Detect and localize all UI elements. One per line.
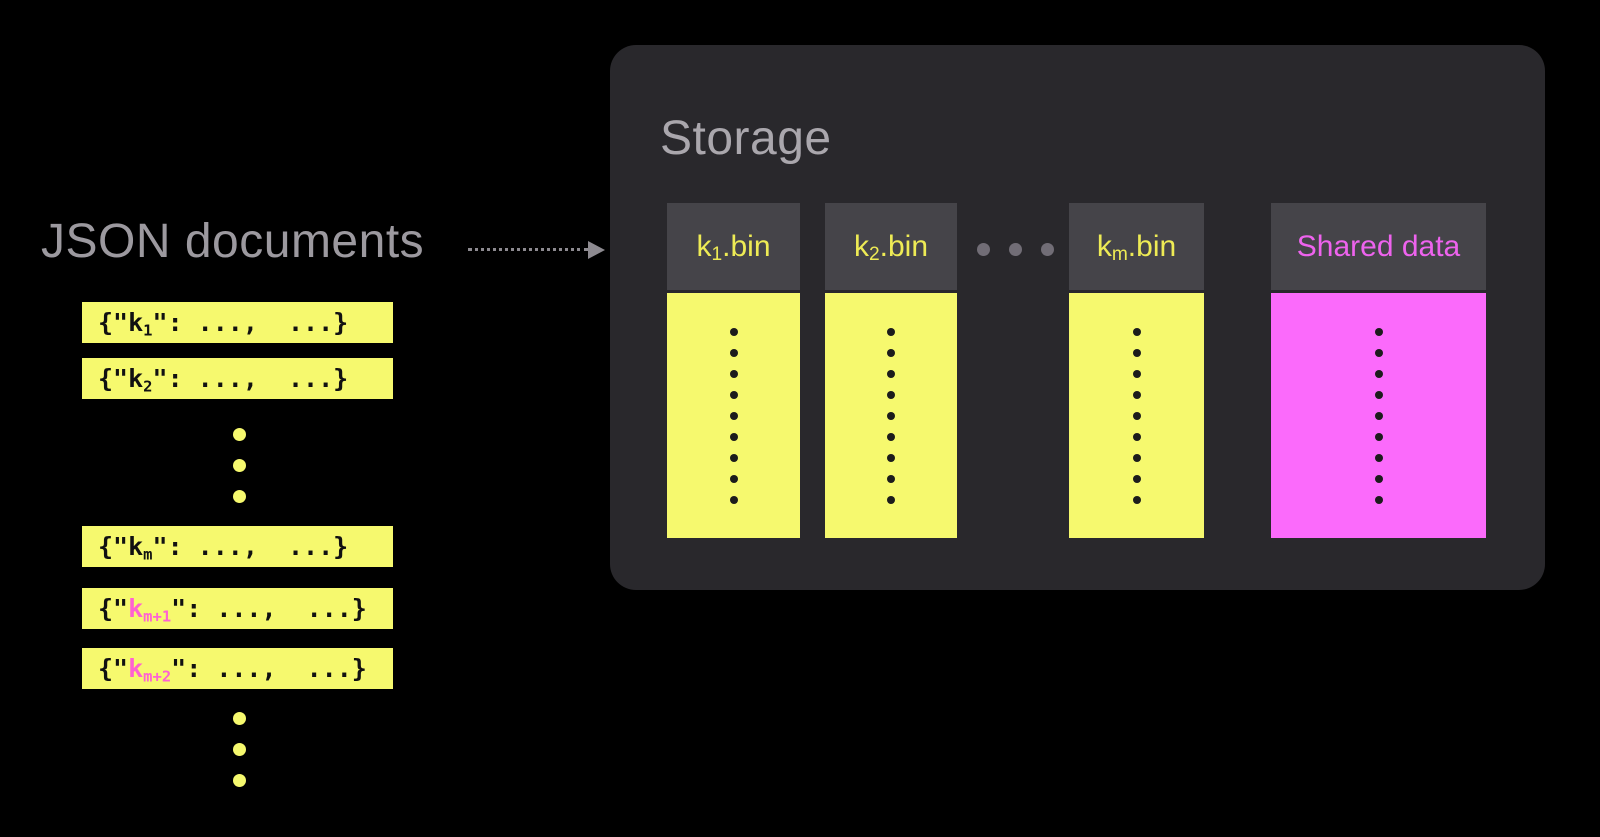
- dot: [233, 774, 246, 787]
- dot: [887, 390, 895, 399]
- dot: [1132, 474, 1141, 483]
- dot: [233, 459, 246, 472]
- dot: [887, 474, 895, 483]
- dot: [887, 327, 895, 336]
- dot: [887, 348, 895, 357]
- doc-text: {"k1": ..., ...}: [98, 308, 349, 340]
- doc-text: {"km+1": ..., ...}: [98, 594, 367, 626]
- json-doc-bar-k1: {"k1": ..., ...}: [82, 302, 393, 343]
- dot: [1374, 474, 1383, 483]
- doc-prefix: {": [98, 654, 129, 683]
- json-doc-bar-k2: {"k2": ..., ...}: [82, 358, 393, 399]
- dot: [1374, 411, 1383, 420]
- dot: [1041, 243, 1054, 256]
- dot: [729, 474, 738, 483]
- dot: [233, 490, 246, 503]
- shared-data-label: Shared data: [1296, 229, 1461, 263]
- doc-key: km: [128, 532, 153, 564]
- bin-column-k2: [825, 293, 957, 538]
- doc-text: {"km+2": ..., ...}: [98, 654, 367, 686]
- dot: [887, 453, 895, 462]
- bin-header-km: km.bin: [1069, 203, 1204, 290]
- bin-header-k2: k2.bin: [825, 203, 957, 290]
- doc-key-shared: km+1: [128, 594, 172, 626]
- json-doc-bar-km: {"km": ..., ...}: [82, 526, 393, 567]
- dot: [887, 495, 895, 504]
- dot: [1374, 390, 1383, 399]
- doc-suffix: ": ..., ...}: [171, 654, 367, 683]
- dot: [729, 453, 738, 462]
- bin-header-k1: k1.bin: [667, 203, 800, 290]
- dot: [233, 428, 246, 441]
- dot: [977, 243, 990, 256]
- dot: [1132, 327, 1141, 336]
- dot: [887, 369, 895, 378]
- dot: [729, 432, 738, 441]
- dot: [1374, 495, 1383, 504]
- dot: [233, 743, 246, 756]
- dot: [233, 712, 246, 725]
- dot: [1132, 390, 1141, 399]
- dot: [729, 327, 738, 336]
- dot: [1374, 327, 1383, 336]
- json-documents-title: JSON documents: [41, 215, 425, 268]
- dot: [1132, 432, 1141, 441]
- dot: [1374, 432, 1383, 441]
- dot: [1132, 411, 1141, 420]
- dot: [729, 390, 738, 399]
- arrow-line: [468, 248, 588, 251]
- dot: [1009, 243, 1022, 256]
- dot: [729, 369, 738, 378]
- doc-ellipsis-top: [233, 428, 246, 503]
- dot: [1132, 348, 1141, 357]
- doc-prefix: {": [98, 594, 129, 623]
- doc-suffix: ": ..., ...}: [152, 308, 349, 337]
- storage-title: Storage: [660, 112, 832, 165]
- dot: [1132, 369, 1141, 378]
- doc-ellipsis-bottom: [233, 712, 246, 787]
- doc-prefix: {": [98, 364, 129, 393]
- arrow-head-icon: [588, 241, 605, 259]
- doc-text: {"k2": ..., ...}: [98, 364, 349, 396]
- json-doc-bar-km2: {"km+2": ..., ...}: [82, 648, 393, 689]
- doc-key-shared: km+2: [128, 654, 172, 686]
- doc-prefix: {": [98, 308, 129, 337]
- dot: [1132, 453, 1141, 462]
- dot: [1132, 495, 1141, 504]
- bin-column-k1: [667, 293, 800, 538]
- doc-text: {"km": ..., ...}: [98, 532, 349, 564]
- bin-label: k2.bin: [853, 229, 929, 265]
- dot: [1374, 348, 1383, 357]
- dot: [887, 411, 895, 420]
- doc-suffix: ": ..., ...}: [171, 594, 367, 623]
- doc-key: k1: [128, 308, 153, 340]
- json-doc-bar-km1: {"km+1": ..., ...}: [82, 588, 393, 629]
- bin-label: km.bin: [1096, 229, 1177, 265]
- bin-ellipsis: [977, 243, 1054, 256]
- dot: [729, 495, 738, 504]
- doc-suffix: ": ..., ...}: [152, 532, 349, 561]
- doc-key: k2: [128, 364, 153, 396]
- doc-prefix: {": [98, 532, 129, 561]
- bin-column-km: [1069, 293, 1204, 538]
- dot: [729, 348, 738, 357]
- bin-label: k1.bin: [696, 229, 771, 265]
- dot: [1374, 453, 1383, 462]
- doc-suffix: ": ..., ...}: [152, 364, 349, 393]
- dot: [729, 411, 738, 420]
- shared-data-header: Shared data: [1271, 203, 1486, 290]
- dot: [1374, 369, 1383, 378]
- storage-panel: Storage k1.bin k2.bin km.bin Shared data: [610, 45, 1545, 590]
- dot: [887, 432, 895, 441]
- shared-data-column: [1271, 293, 1486, 538]
